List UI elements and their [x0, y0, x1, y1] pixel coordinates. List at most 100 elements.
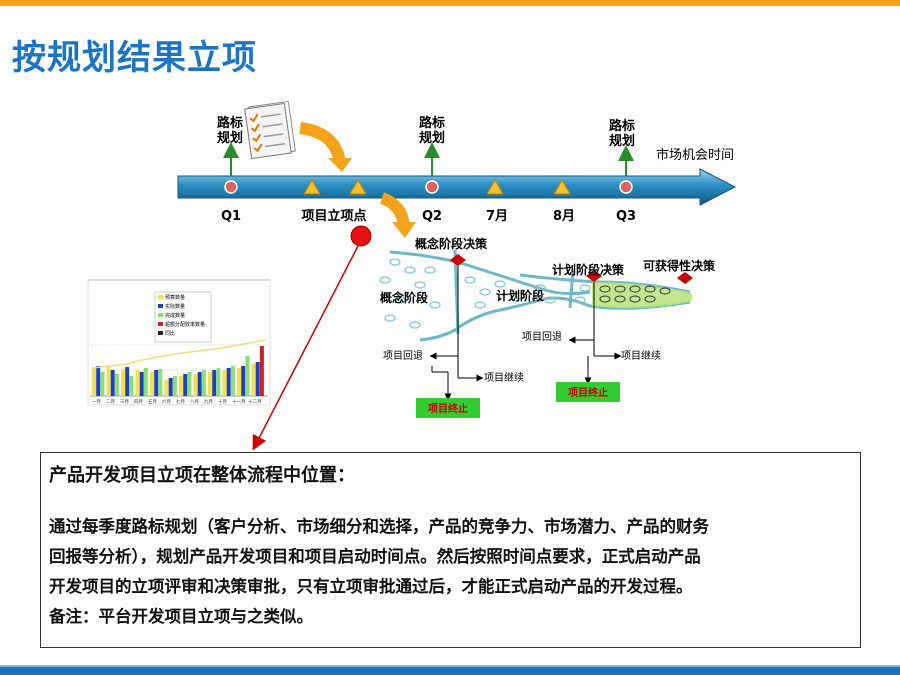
terminate-label-1: 项目终止: [428, 402, 468, 415]
mini-chart-bar: [183, 374, 188, 396]
bottom-accent-bar: [0, 667, 900, 675]
bottom-accent-line: [0, 665, 900, 667]
mini-chart-bar: [158, 369, 163, 396]
svg-text:项目继续: 项目继续: [621, 349, 661, 362]
svg-text:8月: 8月: [553, 209, 575, 224]
svg-text:Q2: Q2: [422, 209, 442, 224]
process-diagram: 路标 规划 路标 规划 路标 规划 市场机会时间 Q1 项目立项点 Q2 7月 …: [87, 100, 737, 450]
terminate-label-2: 项目终止: [568, 386, 608, 399]
mini-chart-bar: [222, 370, 227, 396]
mini-chart-bar: [245, 356, 250, 396]
mini-chart-bar: [100, 372, 105, 396]
triangle-marker-1: [303, 178, 321, 195]
panel-line-2: 回报等分析），规划产品开发项目和项目启动时间点。然后按照时间点要求，正式启动产品: [49, 547, 701, 566]
top-accent-bar: [0, 0, 900, 6]
pointer-arrow: [252, 245, 359, 450]
mini-chart-bar: [135, 370, 140, 396]
mini-chart-bar: [168, 378, 173, 396]
triangle-marker-4: [553, 178, 571, 195]
mini-chart-thumbnail: 预算数量 实际数量 完成数量 超额分配收率数量 同比 一月 二月 三月 四月 五…: [87, 279, 271, 406]
mini-chart-bar: [96, 366, 101, 396]
svg-text:实际数量: 实际数量: [165, 303, 185, 310]
orange-curve-arrow-1: [299, 122, 352, 172]
mini-chart-bar: [129, 376, 134, 396]
svg-text:Q1: Q1: [221, 209, 241, 224]
svg-text:六月: 六月: [162, 398, 171, 405]
svg-text:一月: 一月: [92, 399, 101, 405]
svg-text:路标: 路标: [217, 115, 243, 131]
mini-chart-bar: [106, 366, 111, 396]
svg-text:项目回退: 项目回退: [522, 331, 562, 343]
svg-text:规划: 规划: [609, 133, 635, 149]
svg-text:完成数量: 完成数量: [165, 312, 185, 319]
availability-decision-label: 可获得性决策: [643, 258, 716, 273]
mini-chart-bar: [154, 370, 159, 396]
svg-text:同比: 同比: [165, 330, 175, 337]
orange-curve-arrow-2: [379, 192, 416, 238]
plan-decision-diamond: [586, 270, 602, 282]
plan-phase-label: 计划阶段: [496, 288, 545, 303]
milestone-markers: [224, 178, 633, 195]
mini-chart-bar: [201, 370, 206, 396]
svg-text:八月: 八月: [190, 399, 199, 405]
quarter-marker-q3: [619, 180, 633, 194]
mini-chart-bar: [143, 368, 148, 396]
svg-text:预算数量: 预算数量: [165, 294, 185, 301]
milestone-labels: Q1 项目立项点 Q2 7月 8月 Q3: [221, 208, 636, 224]
svg-text:项目回退: 项目回退: [383, 350, 423, 362]
funnel-process: [379, 249, 693, 342]
mini-chart-bar: [110, 370, 115, 396]
mini-chart-bar: [259, 346, 264, 396]
roadmap-label-2: 路标 规划: [419, 115, 445, 176]
roadmap-label-1: 路标 规划: [217, 115, 243, 176]
svg-text:十一月: 十一月: [232, 398, 246, 405]
mini-chart-bar: [237, 368, 241, 396]
page-title: 按规划结果立项: [12, 38, 257, 78]
mini-chart-bar: [164, 380, 169, 396]
mini-chart-bar: [121, 369, 125, 396]
terminate-box-2: [556, 382, 620, 402]
mini-chart-bar: [230, 366, 235, 396]
mini-chart-bar: [193, 374, 198, 396]
mini-chart-bar: [255, 362, 260, 396]
description-panel: 产品开发项目立项在整体流程中位置： 通过每季度路标规划（客户分析、市场细分和选择…: [40, 452, 861, 648]
mini-chart-bar: [172, 376, 177, 396]
mini-chart-bar: [197, 372, 202, 396]
svg-text:十月: 十月: [218, 398, 227, 405]
svg-text:十二月: 十二月: [248, 398, 262, 405]
svg-text:项目继续: 项目继续: [484, 371, 524, 384]
mini-chart-bar: [114, 374, 119, 396]
mini-chart-bar: [179, 376, 183, 396]
svg-text:7月: 7月: [486, 209, 508, 224]
svg-text:规划: 规划: [217, 130, 243, 146]
terminate-box-1: [416, 398, 480, 418]
svg-text:项目立项点: 项目立项点: [301, 208, 366, 224]
project-start-point: [350, 225, 372, 247]
mini-chart-bar: [150, 372, 154, 396]
timeline-arrow: [177, 168, 737, 206]
plan-decision-label: 计划阶段决策: [552, 262, 625, 277]
concept-decision-label: 概念阶段决策: [415, 236, 488, 251]
mini-chart-bar: [212, 370, 217, 396]
svg-text:九月: 九月: [204, 398, 213, 405]
svg-text:三月: 三月: [120, 399, 129, 405]
svg-text:四月: 四月: [134, 399, 143, 405]
market-time-label: 市场机会时间: [656, 147, 734, 163]
svg-text:路标: 路标: [419, 115, 445, 131]
availability-decision-diamond: [677, 272, 693, 284]
svg-text:七月: 七月: [176, 398, 185, 405]
panel-line-1: 通过每季度路标规划（客户分析、市场细分和选择，产品的竞争力、市场潜力、产品的财务: [49, 517, 709, 536]
svg-text:规划: 规划: [419, 130, 445, 146]
mini-chart-bar: [216, 368, 221, 396]
mini-chart-bar: [92, 368, 96, 396]
triangle-marker-3: [486, 178, 504, 195]
quarter-marker-q1: [224, 180, 238, 194]
concept-phase-label: 概念阶段: [380, 290, 429, 305]
right-branch-flow: 项目回退 项目继续: [522, 282, 661, 385]
mini-chart-bar: [139, 372, 144, 396]
svg-text:二月: 二月: [106, 399, 115, 405]
quarter-marker-q2: [425, 180, 439, 194]
mini-chart-bar: [125, 367, 130, 396]
panel-line-4: 备注：平台开发项目立项与之类似。: [49, 607, 313, 626]
panel-heading: 产品开发项目立项在整体流程中位置：: [49, 465, 355, 486]
